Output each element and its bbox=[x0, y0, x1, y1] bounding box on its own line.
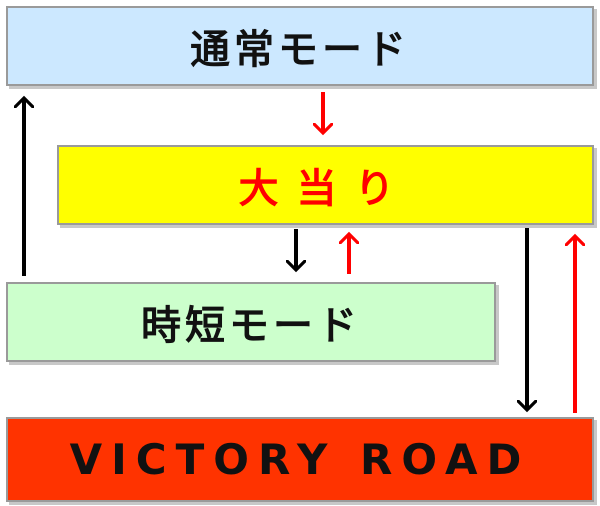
normal-mode-box: 通常モード bbox=[6, 6, 594, 86]
jitan-mode-label: 時短モード bbox=[141, 303, 361, 349]
jitan-mode-box: 時短モード bbox=[6, 282, 496, 362]
normal-mode-label: 通常モード bbox=[190, 27, 410, 73]
victory-road-box: VICTORY ROAD bbox=[6, 417, 594, 502]
jackpot-label: 大当り bbox=[238, 166, 413, 212]
victory-road-label: VICTORY ROAD bbox=[69, 435, 531, 484]
jackpot-box: 大当り bbox=[57, 145, 594, 225]
